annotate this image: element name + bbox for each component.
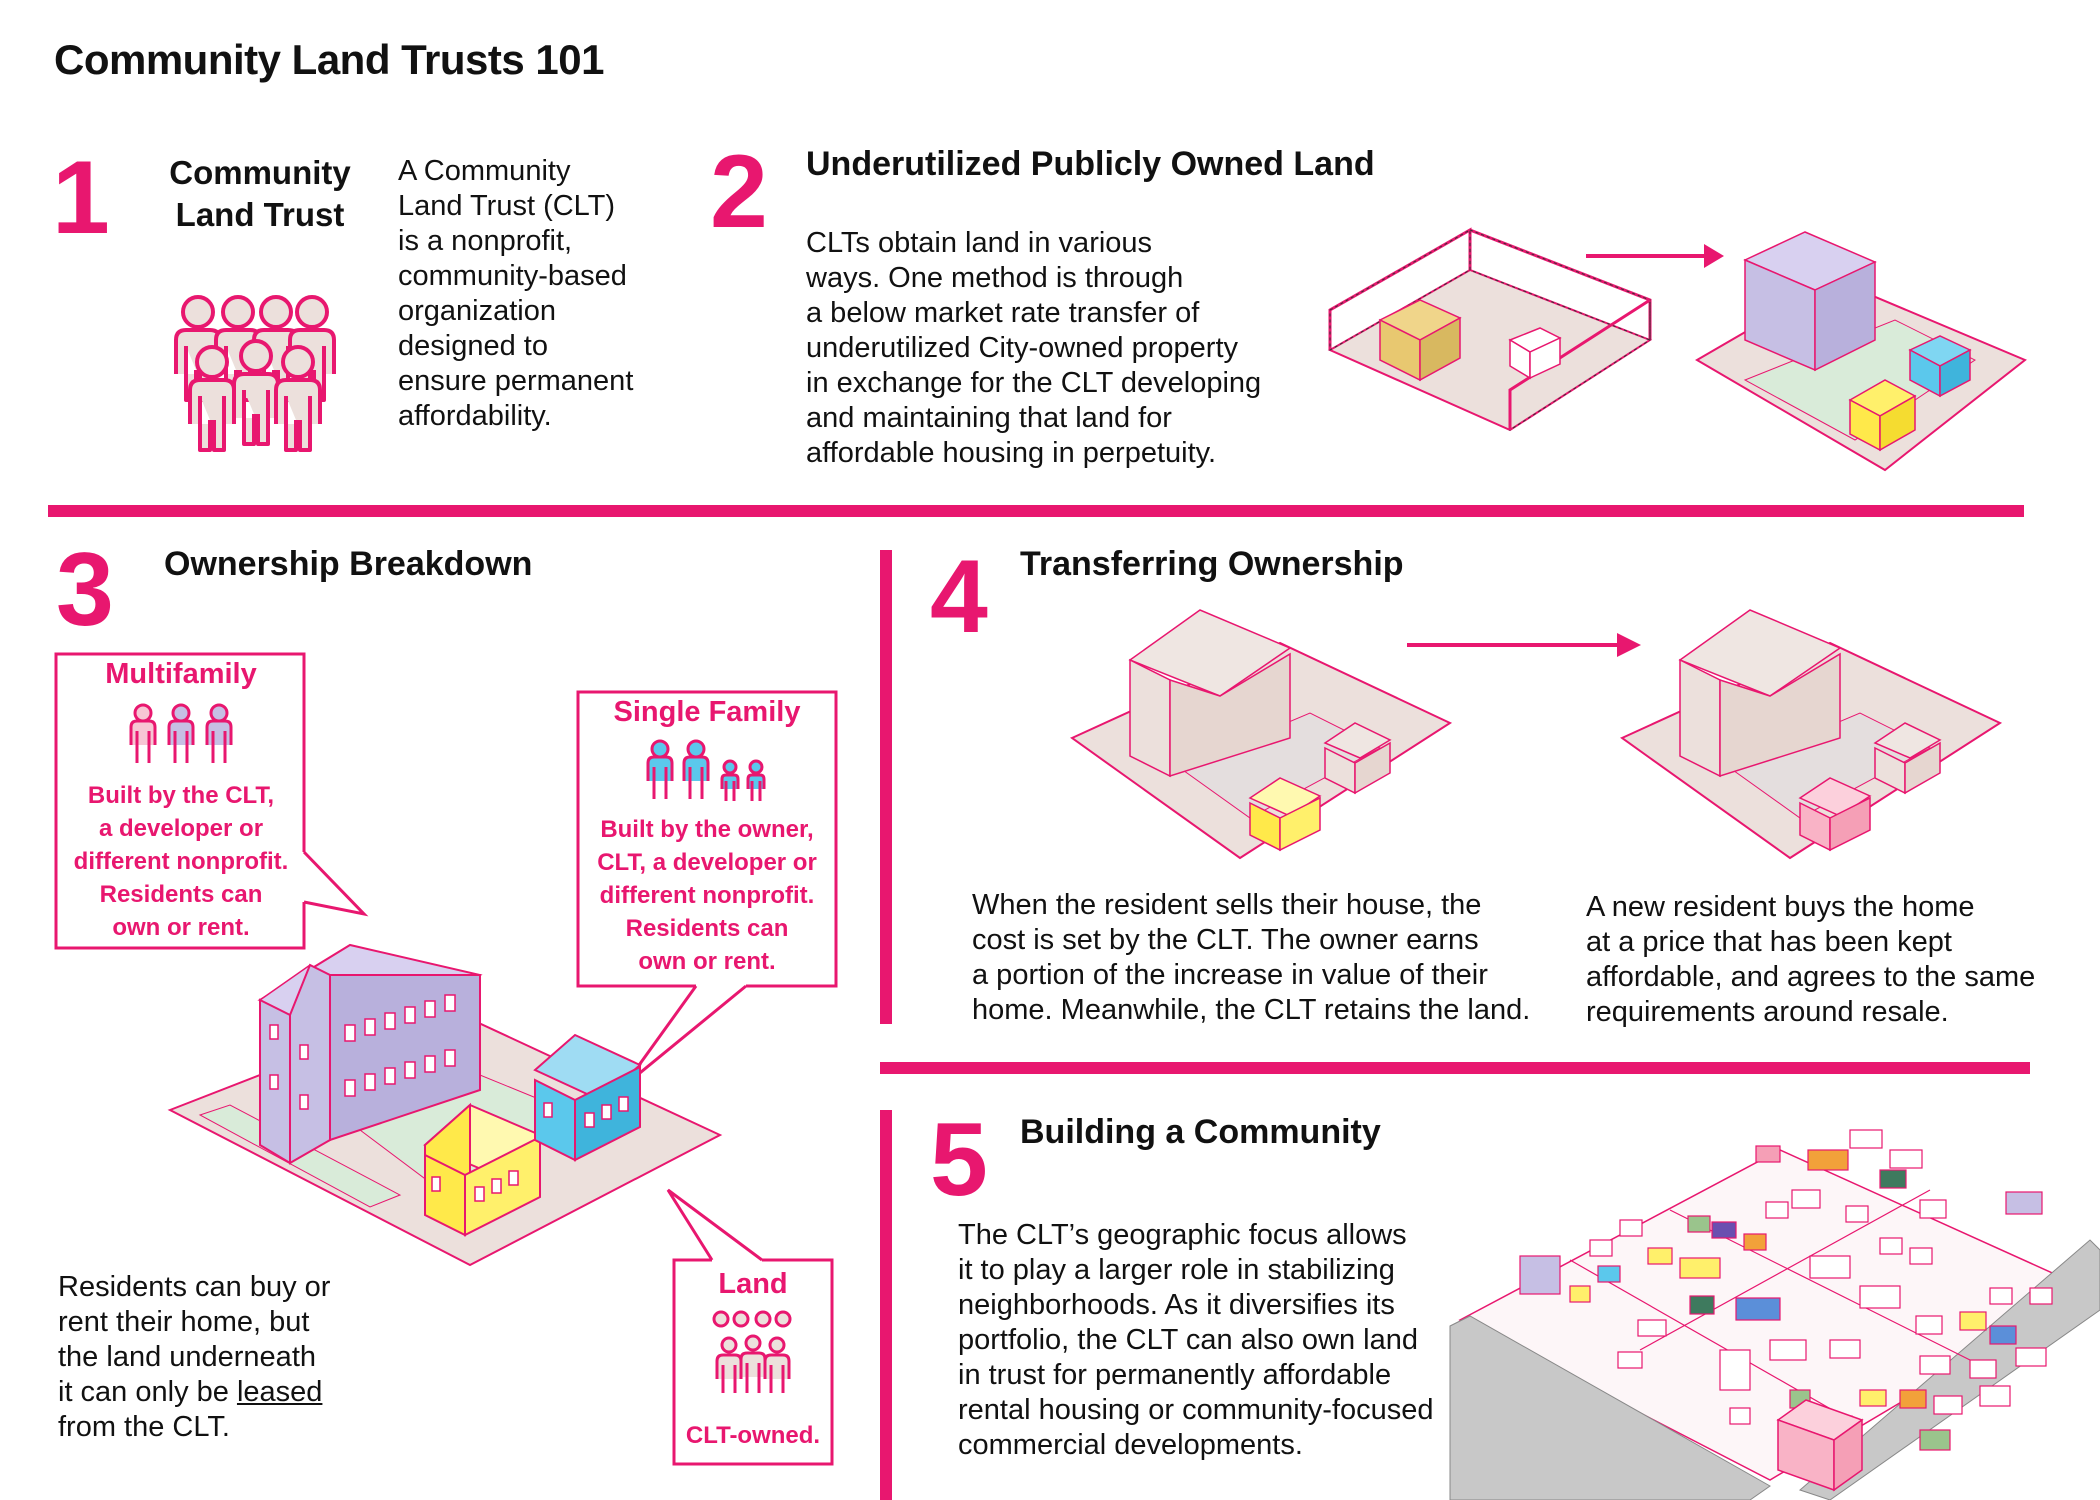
multifamily-line: different nonprofit. xyxy=(73,848,289,875)
people-group-small-icon xyxy=(712,1310,792,1393)
house-before-sale-illustration xyxy=(1070,609,1453,860)
leased-term: leased xyxy=(236,1376,323,1408)
section-3-number: 3 xyxy=(56,532,114,648)
section-1-text-line: A Community xyxy=(398,155,571,187)
multifamily-line: Residents can xyxy=(99,881,263,908)
neighborhood-map-illustration xyxy=(1449,1129,2100,1500)
section-4-right-line: at a price that has been kept xyxy=(1586,926,1952,958)
single-family-line: different nonprofit. xyxy=(599,882,815,909)
section-5-text-line: portfolio, the CLT can also own land xyxy=(958,1324,1418,1356)
section-2-title: Underutilized Publicly Owned Land xyxy=(806,145,1375,183)
land-title: Land xyxy=(718,1268,788,1300)
section-1-text-line: ensure permanent xyxy=(398,365,634,397)
section-4-right-text: A new resident buys the home at a price … xyxy=(1586,890,2035,1030)
section-5-text-line: it to play a larger role in stabilizing xyxy=(958,1254,1395,1286)
section-1-title-line1: Community xyxy=(169,154,351,191)
single-family-callout: Single Family Built by the owner, CLT, a… xyxy=(580,692,834,978)
section-3-text-line: it can only be leased xyxy=(58,1375,330,1410)
fenced-vacant-lot-illustration xyxy=(1327,227,1653,432)
arrow-right-icon xyxy=(1407,633,1641,657)
section-5-text-line: The CLT’s geographic focus allows xyxy=(958,1219,1407,1251)
single-family-line: Built by the owner, xyxy=(600,816,814,843)
single-family-line: Residents can xyxy=(625,915,789,942)
developed-lot-illustration xyxy=(1695,231,2027,472)
section-4-left-text: When the resident sells their house, the… xyxy=(972,888,1530,1028)
ownership-illustration xyxy=(167,943,723,1267)
section-4-number: 4 xyxy=(930,539,988,655)
section-1-text-line: community-based xyxy=(398,260,627,292)
single-family-line: own or rent. xyxy=(638,948,776,975)
section-1-number: 1 xyxy=(52,140,110,256)
section-4-left-line: home. Meanwhile, the CLT retains the lan… xyxy=(972,994,1531,1026)
section-5-text: The CLT’s geographic focus allows it to … xyxy=(958,1218,1434,1463)
section-4-right-line: A new resident buys the home xyxy=(1586,891,1975,923)
section-4-right-line: requirements around resale. xyxy=(1586,996,1949,1028)
page-title: Community Land Trusts 101 xyxy=(54,36,604,83)
divider xyxy=(48,505,2024,517)
section-1-text-line: organization xyxy=(398,295,556,327)
section-2-text-line: a below market rate transfer of xyxy=(806,297,1200,329)
land-callout-frame xyxy=(666,1188,834,1466)
section-4-left-line: cost is set by the CLT. The owner earns xyxy=(972,924,1479,956)
family-icon xyxy=(129,703,233,763)
divider-vertical xyxy=(880,1110,892,1500)
single-family-line: CLT, a developer or xyxy=(597,849,817,876)
family-with-children-icon xyxy=(646,739,766,801)
land-callout: Land CLT-owned. xyxy=(676,1268,830,1452)
multifamily-line: Built by the CLT, xyxy=(87,782,275,809)
section-3-title: Ownership Breakdown xyxy=(164,545,533,583)
section-3-text-line: rent their home, but xyxy=(58,1306,310,1338)
section-2-text-line: affordable housing in perpetuity. xyxy=(806,437,1217,469)
multifamily-title: Multifamily xyxy=(105,658,257,690)
multifamily-description: Built by the CLT, a developer or differe… xyxy=(58,779,304,944)
land-description: CLT-owned. xyxy=(685,1422,821,1449)
section-1-text-line: designed to xyxy=(398,330,548,362)
single-family-description: Built by the owner, CLT, a developer or … xyxy=(580,813,834,978)
section-4-left-line: a portion of the increase in value of th… xyxy=(972,959,1488,991)
multifamily-callout: Multifamily Built by the CLT, a develope… xyxy=(58,656,304,944)
house-after-sale-illustration xyxy=(1620,609,2003,860)
section-2-number: 2 xyxy=(710,134,768,250)
section-5-number: 5 xyxy=(930,1102,988,1218)
section-2-text: CLTs obtain land in various ways. One me… xyxy=(806,226,1261,471)
section-3-text-line: from the CLT. xyxy=(58,1411,230,1443)
arrow-right-icon xyxy=(1586,244,1724,268)
multifamily-callout-frame xyxy=(54,652,369,950)
section-1-text-line: is a nonprofit, xyxy=(398,225,573,257)
single-family-title: Single Family xyxy=(613,696,801,728)
section-2-text-line: CLTs obtain land in various xyxy=(806,227,1153,259)
section-4-right-line: affordable, and agrees to the same xyxy=(1586,961,2036,993)
section-3-text: Residents can buy or rent their home, bu… xyxy=(58,1270,330,1445)
section-2-text-line: and maintaining that land for xyxy=(806,402,1172,434)
section-2-text-line: ways. One method is through xyxy=(806,262,1184,294)
section-3-text-prefix: it can only be xyxy=(58,1376,237,1408)
section-1-title: Community Land Trust xyxy=(150,152,370,236)
section-5-text-line: commercial developments. xyxy=(958,1429,1303,1461)
section-2-text-line: underutilized City-owned property xyxy=(806,332,1238,364)
section-5-text-line: rental housing or community-focused xyxy=(958,1394,1434,1426)
section-5-title: Building a Community xyxy=(1020,1113,1381,1151)
multifamily-line: a developer or xyxy=(98,815,264,842)
section-1-text-line: Land Trust (CLT) xyxy=(398,190,616,222)
section-3-text-line: Residents can buy or xyxy=(58,1271,331,1303)
section-4-title: Transferring Ownership xyxy=(1020,545,1404,583)
section-1-text-line: affordability. xyxy=(398,400,552,432)
divider xyxy=(880,1062,2030,1074)
section-3-text-line: the land underneath xyxy=(58,1341,316,1373)
section-5-text-line: in trust for permanently affordable xyxy=(958,1359,1392,1391)
divider-vertical xyxy=(880,550,892,1024)
section-1-title-line2: Land Trust xyxy=(175,196,345,233)
section-5-text-line: neighborhoods. As it diversifies its xyxy=(958,1289,1395,1321)
section-1-text: A Community Land Trust (CLT) is a nonpro… xyxy=(398,154,633,434)
section-2-text-line: in exchange for the CLT developing xyxy=(806,367,1262,399)
people-group-icon xyxy=(174,295,336,452)
multifamily-line: own or rent. xyxy=(112,914,250,941)
section-4-left-line: When the resident sells their house, the xyxy=(972,889,1482,921)
